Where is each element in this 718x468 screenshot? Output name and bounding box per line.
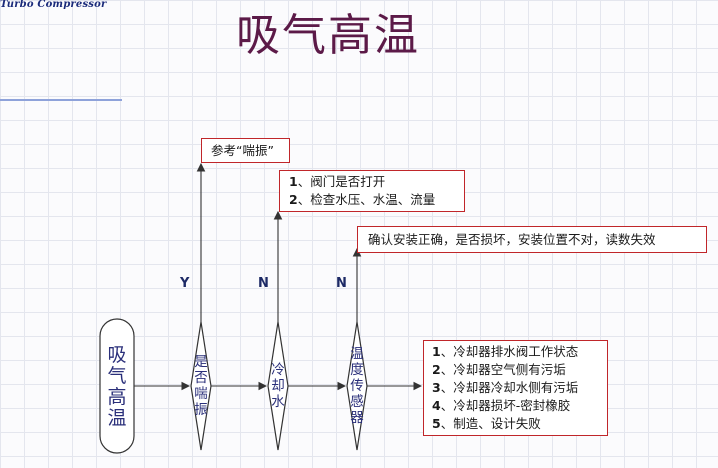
decision-diamond-sensor [346, 321, 368, 451]
cooler-cause-1: 1、冷却器排水阀工作状态 [432, 344, 579, 359]
cooler-cause-2: 2、冷却器空气侧有污垢 [432, 362, 566, 377]
water-check-2: 2、检查水压、水温、流量 [289, 192, 436, 207]
start-node-label: 吸气高温 [107, 344, 127, 429]
decision-diamond-surge [190, 321, 212, 451]
decision-label-surge: 是否喘振 [194, 354, 208, 418]
box-sensor-check: 确认安装正确，是否损坏，安装位置不对，读数失效 [357, 226, 707, 253]
box-surge-reference: 参考“喘振” [201, 138, 290, 163]
page-title: 吸气高温 [236, 10, 420, 61]
box-water-checks: 1、阀门是否打开 2、检查水压、水温、流量 [279, 170, 465, 212]
logo-text: Turbo Compressor [0, 0, 107, 10]
cooler-cause-3: 3、冷却器冷却水侧有污垢 [432, 380, 579, 395]
decision-label-water: 冷却水 [271, 362, 285, 410]
box-cooler-causes: 1、冷却器排水阀工作状态 2、冷却器空气侧有污垢 3、冷却器冷却水侧有污垢 4、… [423, 340, 608, 436]
branch-label-n-sensor: N [336, 276, 347, 291]
title-rule [0, 99, 122, 101]
cooler-cause-5: 5、制造、设计失败 [432, 416, 541, 431]
water-check-1: 1、阀门是否打开 [289, 174, 386, 189]
branch-label-n-water: N [258, 276, 269, 291]
branch-label-y: Y [180, 276, 190, 291]
decision-diamond-water [267, 321, 289, 451]
decision-label-sensor: 温度传感器 [350, 346, 364, 426]
cooler-cause-4: 4、冷却器损坏-密封橡胶 [432, 398, 571, 413]
